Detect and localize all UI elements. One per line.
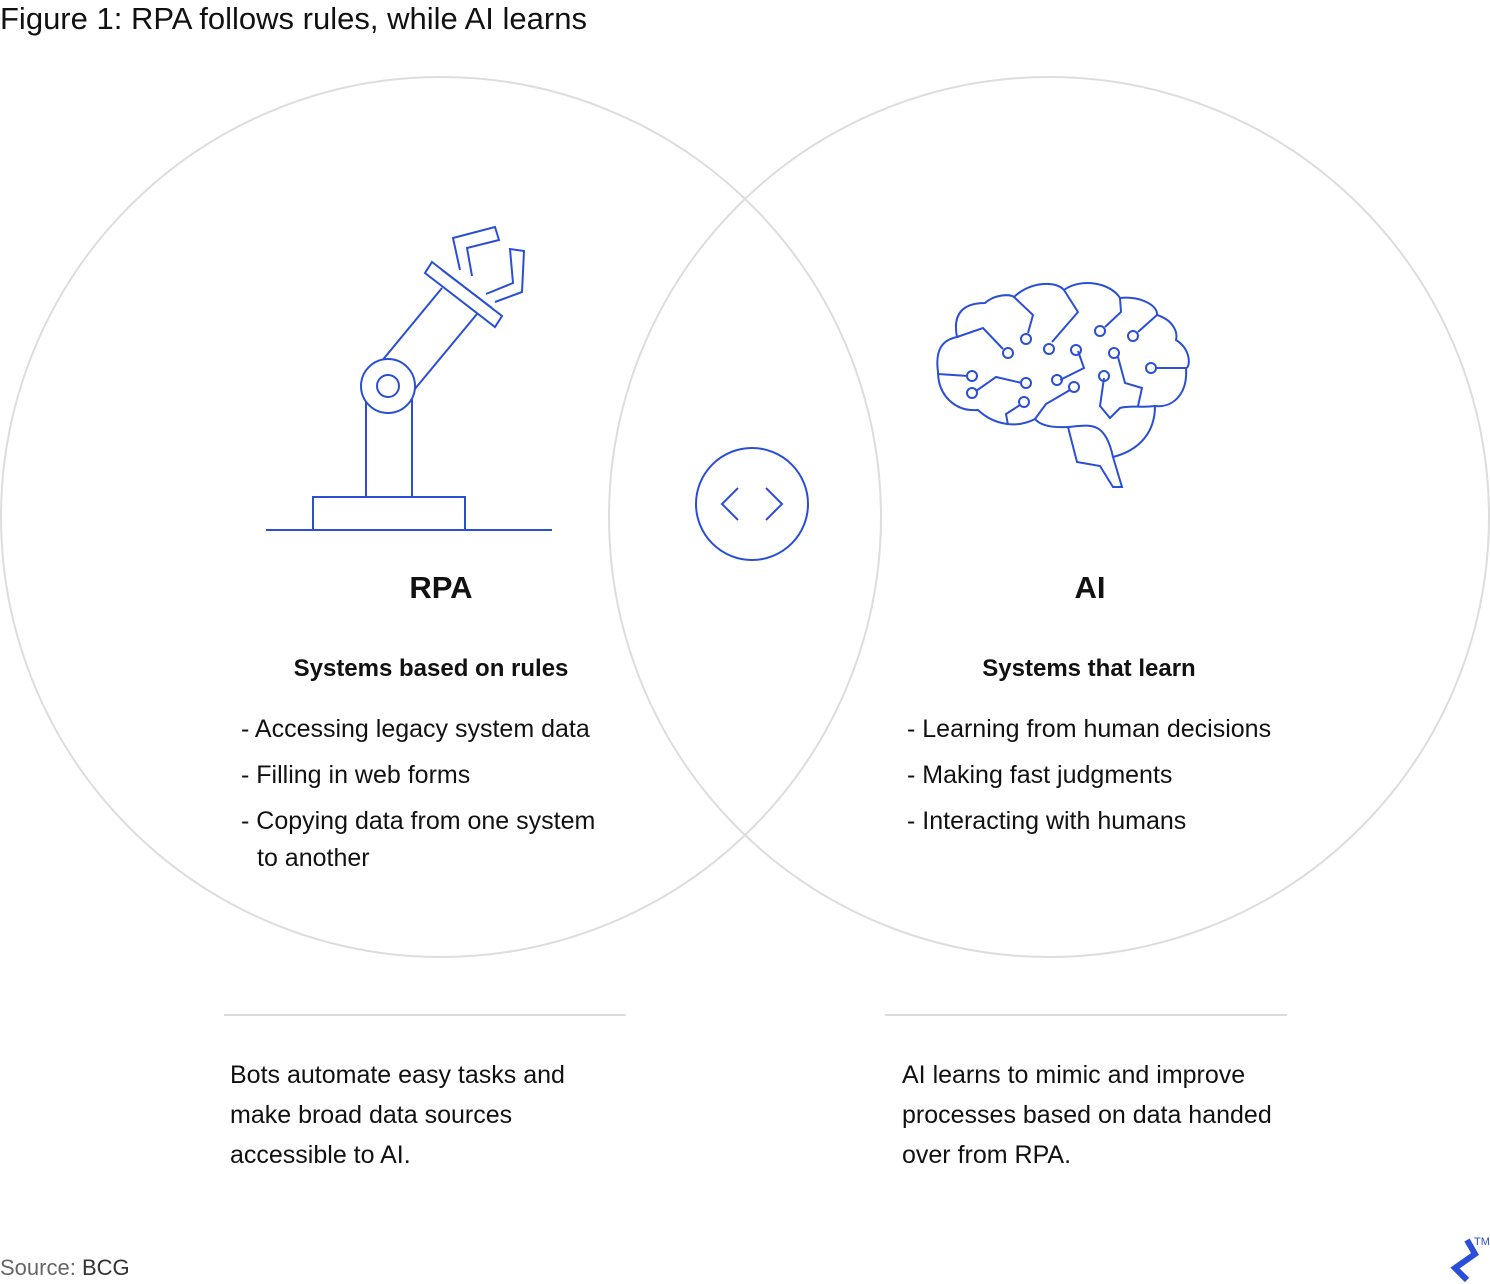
list-item-continuation: to another [257,844,370,872]
ai-heading: AI [1074,570,1106,605]
ai-divider [885,1014,1287,1016]
source-caption: Source: BCG [0,1255,130,1281]
ai-note: AI learns to mimic and improve processes… [902,1061,1272,1169]
source-label: Source: [0,1255,76,1280]
list-item-text: - Copying data from one system [241,807,596,835]
list-item: - Accessing legacy system data [241,715,590,743]
rpa-circle [0,76,882,958]
ai-subtitle: Systems that learn [982,655,1196,682]
list-item: - Filling in web forms [241,761,471,789]
brain-icon [936,282,1190,488]
list-item: - Copying data from one system to another [241,798,595,872]
rpa-heading: RPA [409,570,473,605]
rpa-list: - Accessing legacy system data - Filling… [241,706,595,872]
trademark-mark: TM [1474,1236,1490,1248]
ai-list: - Learning from human decisions - Making… [907,706,1271,844]
rpa-subtitle: Systems based on rules [293,655,569,682]
code-icon [695,447,809,561]
robot-arm-icon [266,225,552,531]
rpa-divider [224,1014,626,1016]
list-item: - Making fast judgments [907,761,1173,789]
source-value: BCG [81,1255,130,1280]
list-item: - Learning from human decisions [907,715,1272,743]
rpa-note: Bots automate easy tasks and make broad … [230,1061,565,1169]
figure-title: Figure 1: RPA follows rules, while AI le… [0,1,587,36]
toptal-logo [1450,1238,1479,1283]
ai-circle [608,76,1490,958]
list-item: - Interacting with humans [907,807,1187,835]
